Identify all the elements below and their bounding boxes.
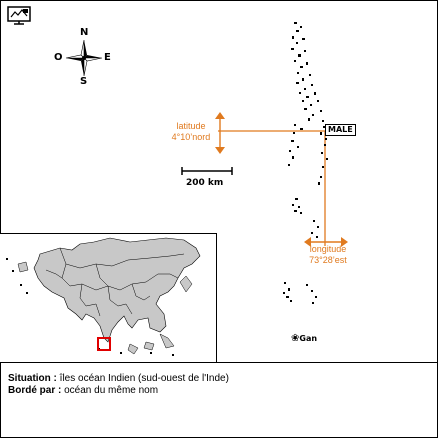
compass-east-label: E [104, 52, 111, 63]
asia-map-svg [6, 237, 201, 356]
border-value: océan du même nom [64, 385, 159, 396]
map-icon[interactable] [6, 5, 34, 27]
border-label: Bordé par : [8, 385, 62, 396]
longitude-label: longitude [309, 244, 347, 254]
longitude-value: 73°28’est [309, 255, 347, 265]
compass-rose-icon [65, 39, 103, 77]
situation-label: Situation : [8, 373, 57, 384]
latitude-label: latitude [176, 121, 206, 131]
capital-label: MALE [325, 124, 356, 136]
compass-north-label: N [80, 27, 89, 38]
situation-line: Situation : îles océan Indien (sud-ouest… [8, 373, 229, 384]
info-panel: Situation : îles océan Indien (sud-ouest… [0, 362, 437, 438]
gan-label: ❀Gan [291, 333, 318, 344]
scale-bar [181, 167, 233, 175]
compass-south-label: S [80, 76, 88, 87]
asia-locator-map[interactable] [0, 233, 217, 363]
coordinate-lines [218, 130, 326, 246]
latitude-arrow-icon [215, 112, 225, 154]
latitude-value: 4°10’nord [171, 132, 211, 142]
gan-island-icon: ❀ [291, 333, 300, 344]
compass-west-label: O [54, 52, 63, 63]
gan-label-text: Gan [299, 334, 318, 343]
longitude-arrow-icon [304, 237, 348, 247]
situation-value: îles océan Indien (sud-ouest de l'Inde) [59, 373, 229, 384]
maldives-islands [283, 22, 328, 304]
maldives-highlight [97, 337, 111, 351]
scale-label: 200 km [186, 178, 224, 188]
border-line: Bordé par : océan du même nom [8, 385, 158, 396]
